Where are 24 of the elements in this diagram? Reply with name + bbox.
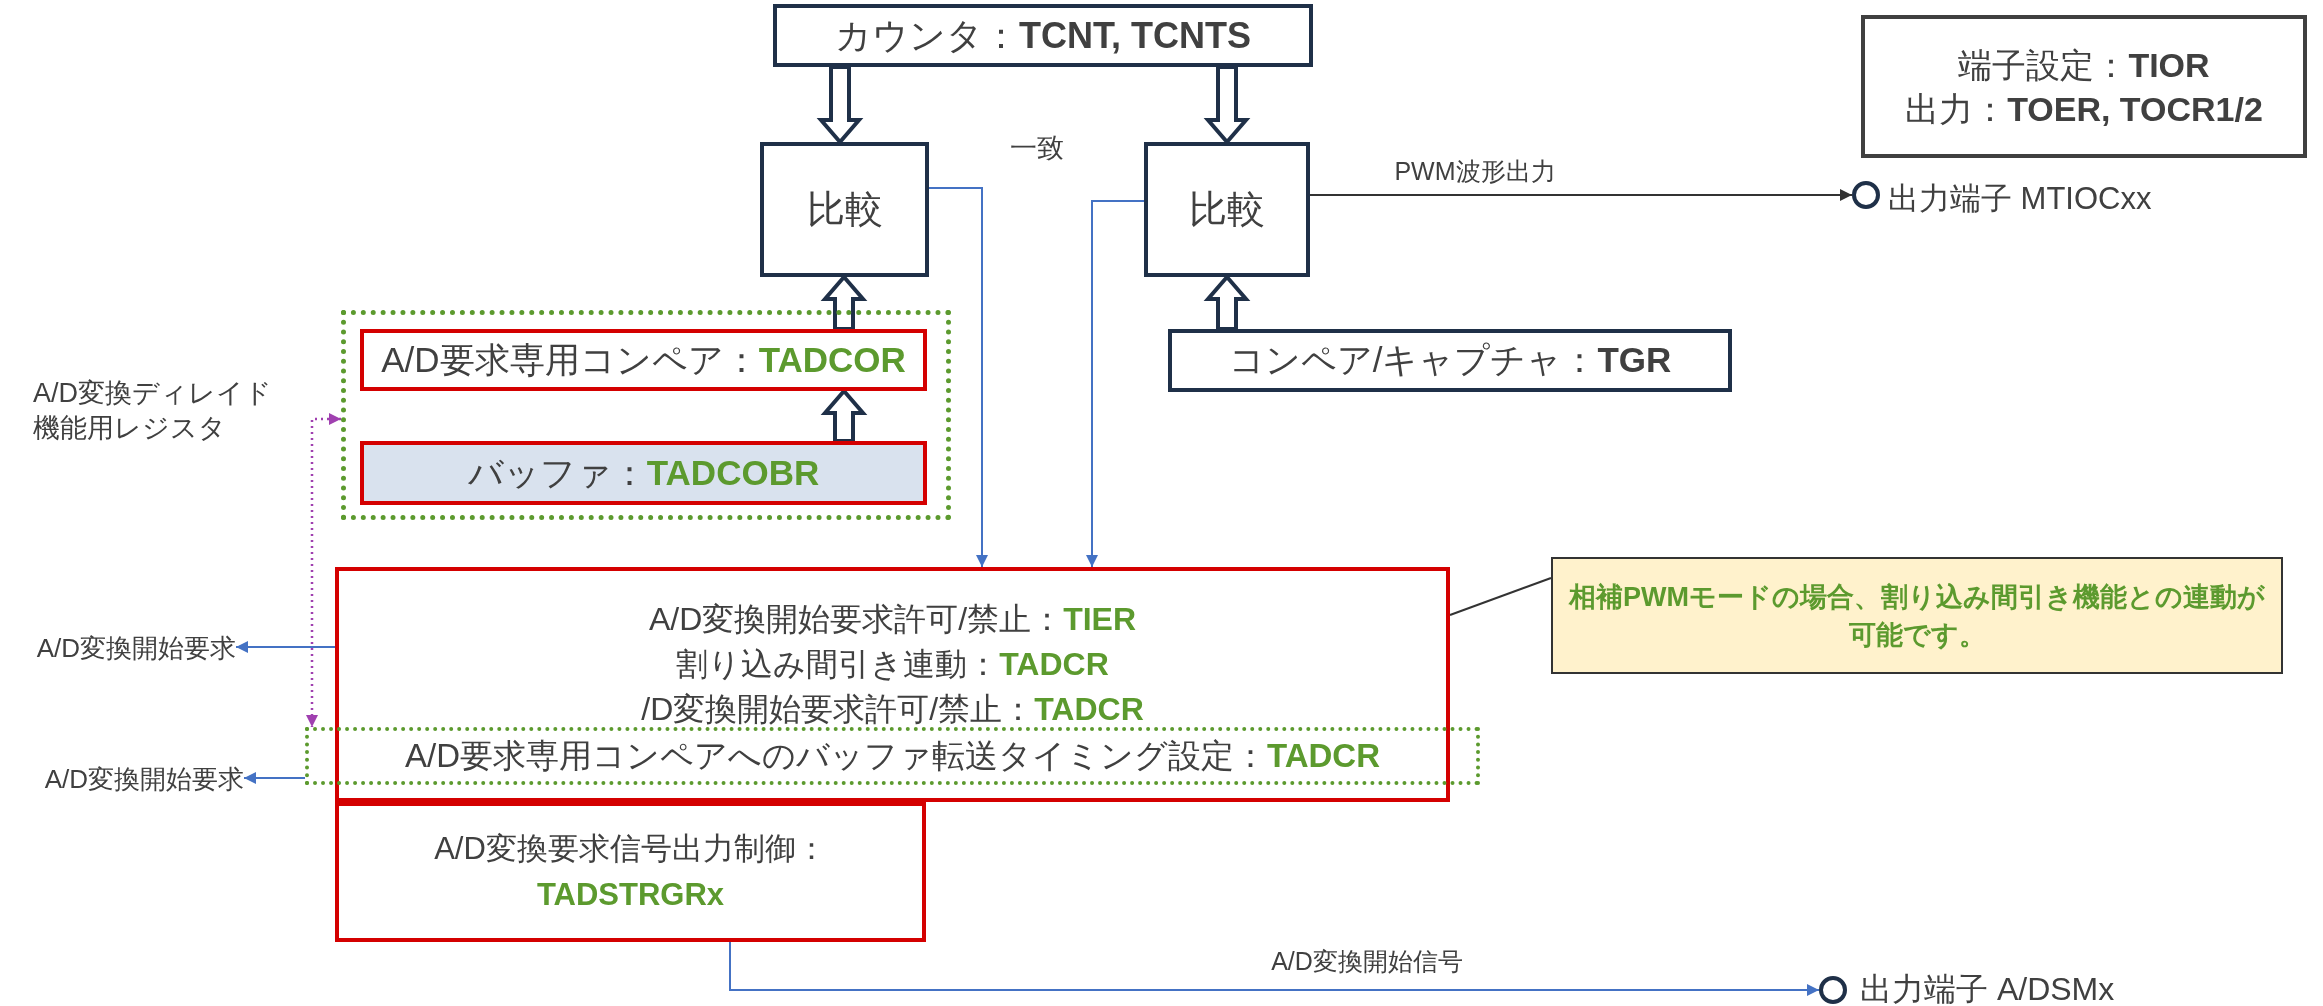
compare-box: 比較 [1144, 142, 1310, 277]
match-label: 一致 [1010, 132, 1065, 165]
arrow [306, 413, 341, 727]
arrow [928, 187, 988, 568]
register-group-frame [341, 310, 951, 520]
note-box: 相補PWMモードの場合、割り込み間引き機能との連動が可能です。 [1551, 557, 2283, 674]
pin-label: 出力端子 A/DSMx [1860, 973, 2115, 1005]
arrow [1309, 189, 1853, 201]
pin-label: 出力端子 MTIOCxx [1888, 180, 2152, 218]
arrow [729, 941, 1820, 996]
register-caption: A/D変換ディレイド機能用レジスタ [33, 377, 273, 445]
register-box: A/D要求専用コンペア：TADCOR [360, 329, 927, 391]
register-box: コンペア/キャプチャ：TGR [1168, 329, 1732, 392]
signal-label: A/D変換開始要求 [18, 761, 244, 797]
leader-line [1449, 577, 1552, 616]
arrow [243, 772, 306, 784]
buffer-register-box: バッファ：TADCOBR [360, 441, 927, 505]
counter-register-box: カウンタ：TCNT, TCNTS [773, 4, 1313, 67]
output-control-box: A/D変換要求信号出力制御：TADSTRGRx [335, 802, 926, 942]
compare-box: 比較 [760, 142, 929, 277]
settings-box: 端子設定：TIOR 出力：TOER, TOCR1/2 [1861, 15, 2307, 158]
arrow [235, 641, 336, 653]
arrow [1086, 200, 1145, 568]
signal-label: A/D変換開始要求 [10, 630, 236, 666]
